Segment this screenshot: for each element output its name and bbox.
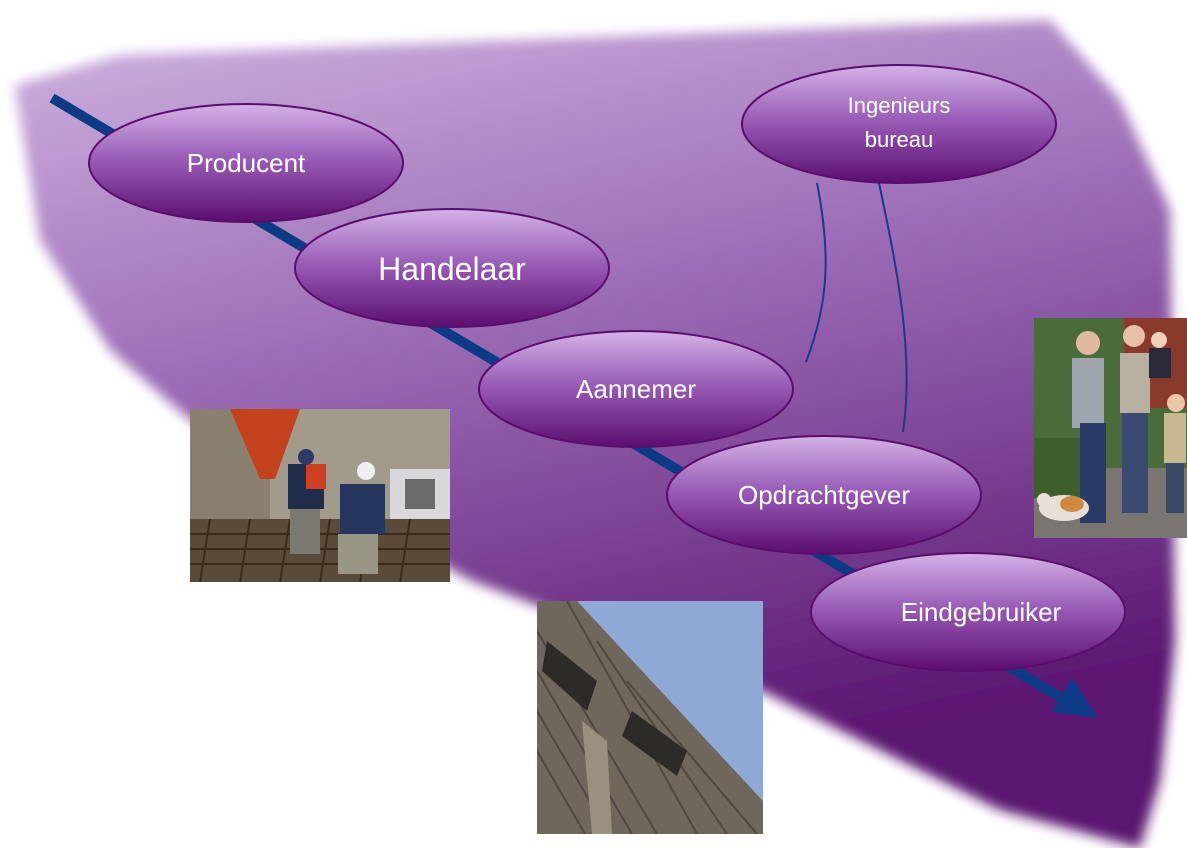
node-opdrachtgever: Opdrachtgever [666, 435, 982, 555]
connector-line-aannemer [805, 182, 827, 363]
node-handelaar-label: Handelaar [378, 251, 526, 287]
node-ingenieurs-bureau: Ingenieurs bureau [741, 64, 1057, 184]
node-aannemer: Aannemer [478, 330, 794, 448]
node-producent-label: Producent [187, 148, 306, 178]
node-producent: Producent [88, 103, 404, 223]
flow-arrow-head [1052, 678, 1098, 718]
brick-facade-photo [537, 601, 763, 834]
node-aannemer-label: Aannemer [576, 374, 696, 404]
node-handelaar: Handelaar [294, 208, 610, 328]
construction-workers-photo [190, 409, 450, 582]
node-opdrachtgever-label: Opdrachtgever [738, 480, 910, 510]
family-photo [1034, 318, 1187, 538]
node-ingenieurs-label-line2: bureau [865, 127, 934, 152]
connector-line-opdrachtgever [878, 182, 908, 433]
node-eindgebruiker-label: Eindgebruiker [901, 597, 1062, 627]
node-eindgebruiker: Eindgebruiker [810, 552, 1126, 672]
node-ingenieurs-label-line1: Ingenieurs [848, 93, 951, 118]
